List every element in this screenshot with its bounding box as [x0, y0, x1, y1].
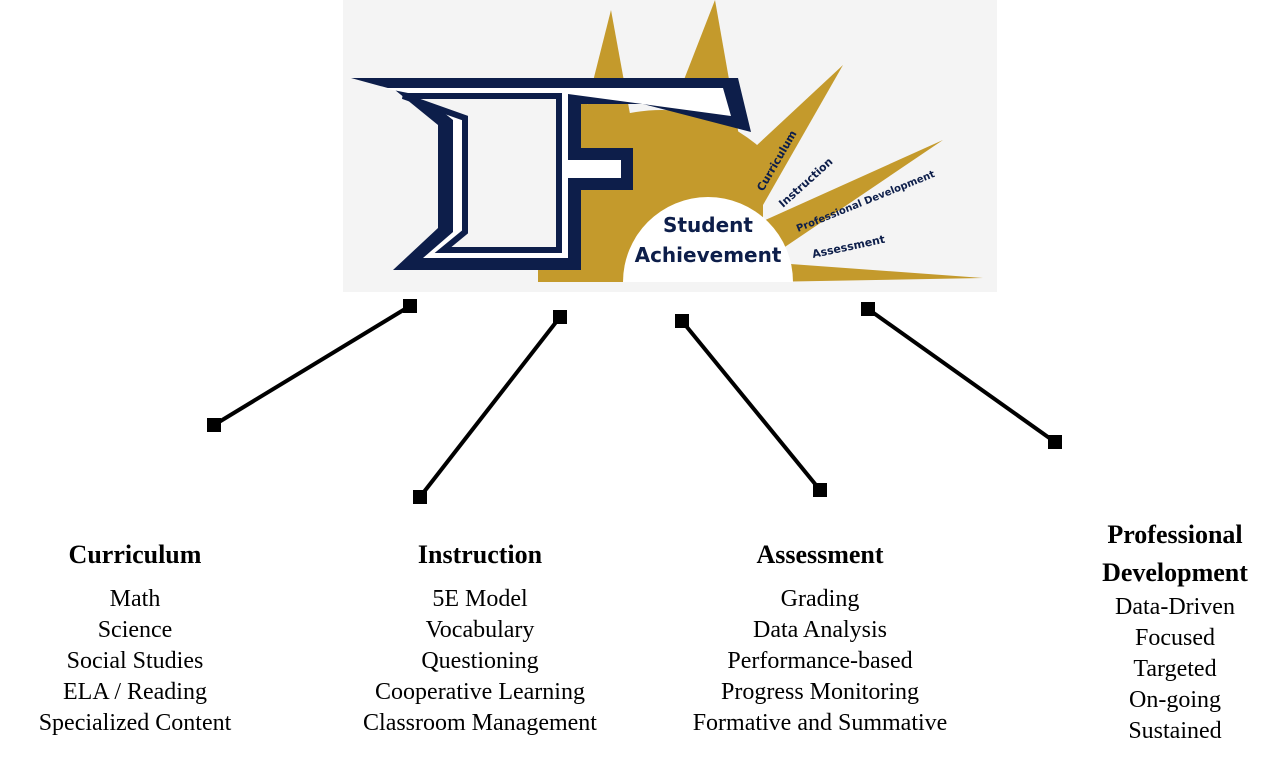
list-item: On-going: [1129, 687, 1221, 713]
list-item: Progress Monitoring: [721, 679, 919, 705]
connector-professional-development: [861, 302, 1062, 449]
letter-f: [351, 78, 751, 270]
list-item: 5E Model: [432, 586, 528, 612]
column-title-line1: Professional: [1107, 520, 1243, 549]
connector-curriculum: [207, 299, 417, 432]
list-item: Focused: [1135, 625, 1215, 651]
column-items: 5E Model Vocabulary Questioning Cooperat…: [325, 584, 635, 739]
list-item: Data-Driven: [1115, 594, 1235, 620]
column-title: Instruction: [417, 540, 543, 569]
connector-assessment: [675, 314, 827, 497]
column-items: Math Science Social Studies ELA / Readin…: [10, 584, 260, 739]
list-item: Grading: [780, 586, 860, 612]
list-item: Cooperative Learning: [375, 679, 585, 705]
student-achievement-logo: Student Achievement Curriculum Instructi…: [343, 0, 997, 292]
list-item: ELA / Reading: [63, 679, 207, 705]
list-item: Sustained: [1128, 718, 1222, 744]
column-title: Curriculum: [68, 540, 202, 569]
list-item: Targeted: [1133, 656, 1217, 682]
list-item: Performance-based: [727, 648, 913, 674]
column-title-line2: Development: [1102, 558, 1248, 587]
list-item: Vocabulary: [425, 617, 535, 643]
connector-instruction: [413, 310, 567, 504]
list-item: Formative and Summative: [692, 710, 948, 736]
list-item: Questioning: [421, 648, 539, 674]
center-half-circle: [623, 197, 793, 282]
list-item: Classroom Management: [363, 710, 597, 736]
list-item: Specialized Content: [38, 710, 232, 736]
list-item: Social Studies: [66, 648, 204, 674]
list-item: Data Analysis: [753, 617, 887, 643]
column-instruction: Instruction 5E Model Vocabulary Question…: [325, 540, 635, 739]
center-text-line1: Student: [663, 213, 753, 237]
column-items: Grading Data Analysis Performance-based …: [670, 584, 970, 739]
column-curriculum: Curriculum Math Science Social Studies E…: [10, 540, 260, 739]
column-assessment: Assessment Grading Data Analysis Perform…: [670, 540, 970, 739]
column-professional-development: Professional Development Data-Driven Foc…: [1080, 520, 1270, 747]
center-text-line2: Achievement: [635, 243, 782, 267]
list-item: Science: [97, 617, 173, 643]
column-items: Data-Driven Focused Targeted On-going Su…: [1080, 592, 1270, 747]
list-item: Math: [109, 586, 161, 612]
column-title: Assessment: [756, 540, 884, 569]
